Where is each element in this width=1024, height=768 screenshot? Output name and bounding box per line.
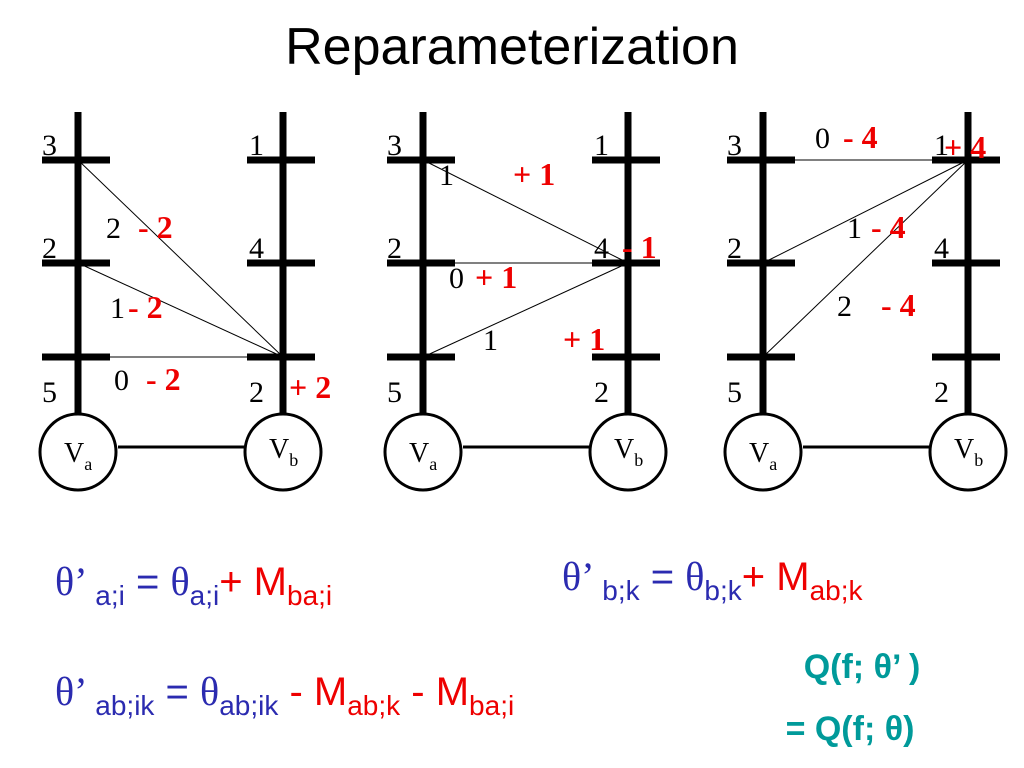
eq1-prime: ’ — [74, 559, 87, 604]
eq3-equals: = — [154, 670, 200, 714]
eq1-equals: = — [125, 560, 171, 604]
eq3-theta: θ — [55, 669, 74, 714]
equation-theta-a: θ’ a;i = θa;i+ Mba;i — [55, 559, 332, 611]
unary-label-b: 2 — [249, 376, 264, 409]
eq3-minus-m1: - M — [278, 670, 347, 714]
unary-delta-b: - 1 — [622, 229, 657, 265]
unary-label-a: 5 — [727, 376, 742, 409]
q-note-line2: = Q(f; θ) — [786, 710, 915, 748]
unary-label-a: 2 — [727, 232, 742, 265]
edge-delta: - 4 — [843, 119, 878, 155]
edge-label: 1 — [847, 212, 862, 245]
node-a-label: Va — [64, 438, 92, 474]
node-b-label: Vb — [269, 434, 298, 470]
eq1-theta: θ — [55, 559, 74, 604]
eq2-rhs-sub: b;k — [704, 575, 742, 606]
node-a-label: Va — [409, 438, 437, 474]
edge-delta: - 4 — [881, 287, 916, 323]
pairwise-edge — [422, 262, 629, 358]
eq1-theta-rhs: θ — [170, 559, 189, 604]
unary-label-a: 2 — [387, 232, 402, 265]
edge-label: 0 — [449, 262, 464, 295]
unary-label-b: 1 — [249, 129, 264, 162]
edge-label: 0 — [815, 122, 830, 155]
edge-label: 1 — [483, 324, 498, 357]
eq1-lhs-sub: a;i — [88, 580, 125, 611]
edge-delta: + 1 — [563, 321, 605, 357]
unary-label-b: 4 — [594, 232, 609, 265]
eq3-minus-m2: - M — [400, 670, 469, 714]
unary-label-a: 3 — [727, 129, 742, 162]
edge-delta: - 2 — [128, 289, 163, 325]
unary-label-a: 2 — [42, 232, 57, 265]
equation-theta-b: θ’ b;k = θb;k+ Mab;k — [562, 554, 863, 606]
edge-label: 0 — [114, 364, 129, 397]
slide-title: Reparameterization — [285, 18, 739, 76]
equation-theta-ab: θ’ ab;ik = θab;ik - Mab;k - Mba;i — [55, 669, 514, 721]
eq1-m-sub: ba;i — [287, 580, 332, 611]
eq1-plus-m: + M — [219, 560, 287, 604]
node-b-label: Vb — [614, 434, 643, 470]
unary-label-b: 4 — [934, 232, 949, 265]
unary-label-b: 4 — [249, 232, 264, 265]
eq3-m2-sub: ba;i — [469, 690, 514, 721]
unary-label-b: 1 — [594, 129, 609, 162]
eq3-theta-rhs: θ — [200, 669, 219, 714]
unary-label-b: 1 — [934, 129, 949, 162]
node-b-label: Vb — [954, 434, 983, 470]
unary-delta-b: + 2 — [289, 369, 331, 405]
pairwise-edge — [422, 159, 629, 264]
node-b — [588, 412, 668, 492]
eq3-lhs-sub: ab;ik — [88, 690, 156, 721]
unary-delta-b: + 4 — [944, 129, 986, 165]
edge-label: 2 — [837, 290, 852, 323]
eq2-m-sub: ab;k — [810, 575, 864, 606]
pairwise-edge — [762, 159, 969, 358]
eq2-prime: ’ — [581, 554, 594, 599]
unary-label-a: 5 — [387, 376, 402, 409]
edge-delta: - 2 — [138, 209, 173, 245]
node-a — [383, 412, 463, 492]
unary-label-b: 2 — [934, 376, 949, 409]
edge-delta: + 1 — [513, 156, 555, 192]
q-note-line1: Q(f; θ’ ) — [804, 648, 921, 686]
eq2-equals: = — [640, 555, 686, 599]
edge-delta: + 1 — [475, 259, 517, 295]
pairwise-edge — [77, 159, 284, 358]
unary-label-a: 5 — [42, 376, 57, 409]
eq3-rhs-sub: ab;ik — [219, 690, 279, 721]
eq3-prime: ’ — [74, 669, 87, 714]
pairwise-edge — [77, 262, 284, 358]
edge-label: 2 — [106, 212, 121, 245]
eq2-theta: θ — [562, 554, 581, 599]
eq1-rhs-sub: a;i — [190, 580, 220, 611]
unary-label-b: 2 — [594, 376, 609, 409]
pairwise-edge — [762, 159, 969, 264]
node-b — [243, 412, 323, 492]
eq2-lhs-sub: b;k — [595, 575, 641, 606]
edge-label: 1 — [110, 292, 125, 325]
panel-2: 3 2 5 1 4 2 - 1 1 + 1 0 + 1 1 + 1 Va Vb — [383, 112, 668, 492]
edge-delta: - 2 — [146, 361, 181, 397]
edge-delta: - 4 — [871, 209, 906, 245]
node-b — [928, 412, 1008, 492]
eq2-theta-rhs: θ — [685, 554, 704, 599]
panel-3: 3 2 5 1 4 2 + 4 0 - 4 1 - 4 2 - 4 Va Vb — [723, 112, 1008, 492]
eq2-plus-m: + M — [742, 555, 810, 599]
node-a-label: Va — [749, 438, 777, 474]
unary-label-a: 3 — [42, 129, 57, 162]
node-a — [38, 412, 118, 492]
unary-label-a: 3 — [387, 129, 402, 162]
node-a — [723, 412, 803, 492]
eq3-m1-sub: ab;k — [347, 690, 401, 721]
edge-label: 1 — [439, 159, 454, 192]
